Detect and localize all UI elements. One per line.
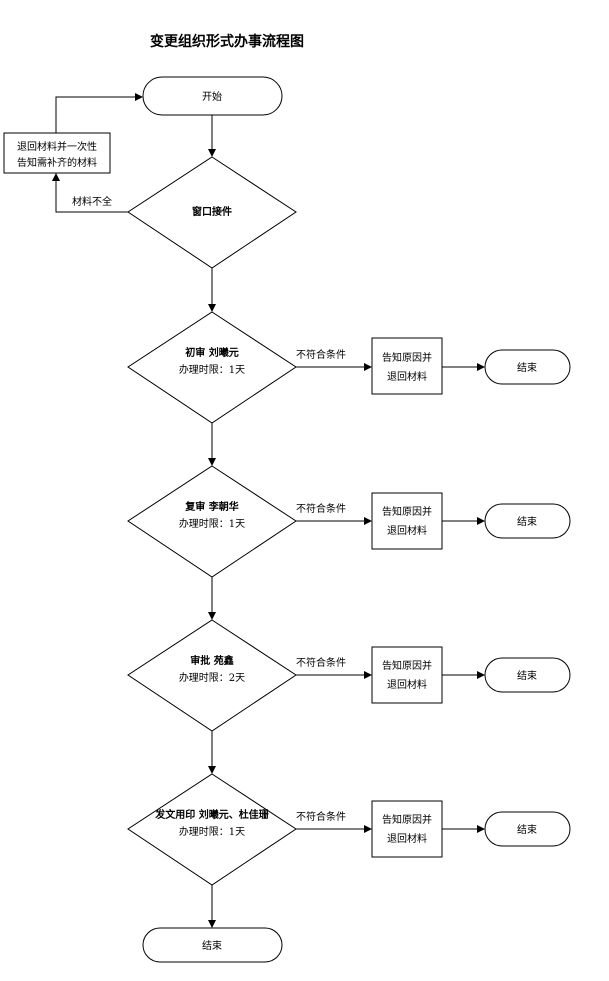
stage-2-title: 复审 李朝华 [184, 500, 238, 513]
window-receive-label: 窗口接件 [192, 205, 232, 218]
stage-2-notify-box [371, 492, 443, 550]
diagram-title: 变更组织形式办事流程图 [150, 33, 304, 50]
start-node-label: 开始 [202, 90, 222, 103]
final-end-node [142, 927, 283, 963]
stage-3-notify-box [371, 646, 443, 704]
stage-1-title: 初审 刘曦元 [185, 346, 238, 359]
edge-incomplete-return [52, 173, 128, 213]
final-end-label: 结束 [202, 939, 222, 952]
stage-4-notify-box [371, 800, 443, 858]
stage-3-end-label: 结束 [517, 669, 537, 682]
stage-3-end-node [484, 657, 571, 693]
stage-1-limit: 办理时限：1天 [179, 363, 245, 376]
stage-2-end-label: 结束 [517, 515, 537, 528]
stage-3-limit: 办理时限：2天 [179, 671, 245, 684]
stage-4-end-label: 结束 [517, 823, 537, 836]
return-notice-line2: 告知需补齐的材料 [17, 156, 97, 169]
stage-2-end-node [484, 503, 571, 539]
stage-1-notify-line1: 告知原因并 [382, 351, 432, 364]
stage-4-notify-line1: 告知原因并 [382, 813, 432, 826]
edge-return-start [55, 93, 143, 133]
stage-4-end-node [484, 811, 571, 847]
stage-1-end-label: 结束 [517, 361, 537, 374]
stage-2-notify-line1: 告知原因并 [382, 505, 432, 518]
stage-3-fail-label: 不符合条件 [296, 656, 346, 669]
stage-2-fail-label: 不符合条件 [296, 502, 346, 515]
stage-1-notify-box [371, 337, 443, 395]
stage-1-notify-line2: 退回材料 [387, 370, 427, 383]
incomplete-label: 材料不全 [72, 195, 112, 208]
return-notice-box [3, 132, 111, 174]
stage-3-notify-line2: 退回材料 [387, 678, 427, 691]
stage-4-limit: 办理时限：1天 [179, 825, 245, 838]
stage-4-fail-label: 不符合条件 [296, 810, 346, 823]
stage-3-notify-line1: 告知原因并 [382, 659, 432, 672]
stage-4-title: 发文用印 刘曦元、杜佳珊 [154, 808, 268, 821]
stage-2-limit: 办理时限：1天 [179, 517, 245, 530]
stage-3-title: 审批 苑鑫 [190, 654, 233, 667]
stage-2-notify-line2: 退回材料 [387, 524, 427, 537]
stage-1-fail-label: 不符合条件 [296, 348, 346, 361]
stage-4-notify-line2: 退回材料 [387, 832, 427, 845]
return-notice-line1: 退回材料并一次性 [17, 140, 97, 153]
stage-1-end-node [484, 349, 571, 385]
